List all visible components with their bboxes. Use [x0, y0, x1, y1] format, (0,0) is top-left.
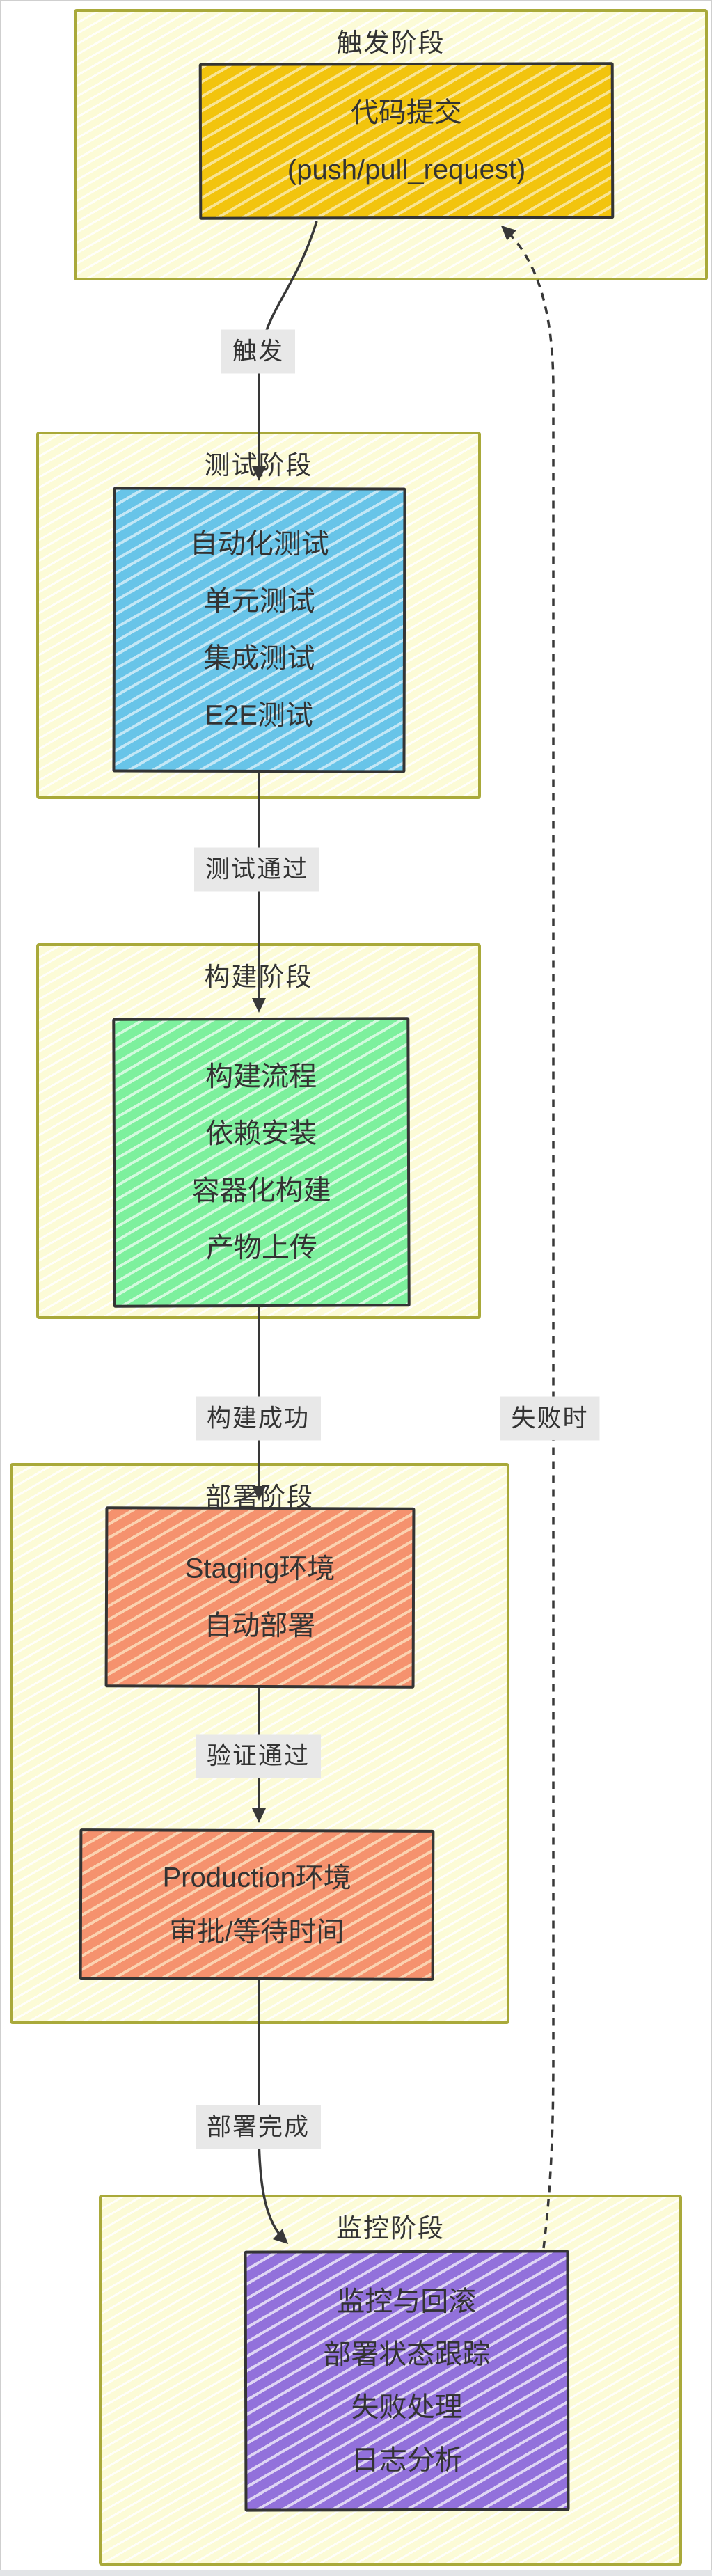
stage-test: 测试阶段 自动化测试 单元测试 集成测试 E2E测试 [36, 432, 481, 799]
node-line: 自动部署 [204, 1610, 316, 1642]
node-line: 单元测试 [203, 585, 315, 617]
node-line: 构建流程 [205, 1061, 317, 1093]
node-line: 自动化测试 [189, 528, 329, 560]
node-code-commit: 代码提交 (push/pull_request) [198, 62, 615, 220]
node-line: 日志分析 [351, 2444, 463, 2476]
stage-build: 构建阶段 构建流程 依赖安装 容器化构建 产物上传 [36, 943, 481, 1319]
edge-label-deploy-done: 部署完成 [195, 2105, 322, 2149]
edge-label-trigger: 触发 [221, 329, 296, 374]
node-line: (push/pull_request) [287, 154, 526, 185]
edge-label-build-success: 构建成功 [195, 1396, 322, 1441]
node-automated-tests: 自动化测试 单元测试 集成测试 E2E测试 [112, 487, 406, 773]
node-staging-deploy: Staging环境 自动部署 [104, 1506, 416, 1689]
edge-label-verify-pass: 验证通过 [195, 1734, 322, 1778]
node-line: 失败处理 [351, 2392, 463, 2423]
node-line: 代码提交 [350, 97, 462, 128]
node-production-deploy: Production环境 审批/等待时间 [79, 1828, 435, 1981]
node-line: 容器化构建 [191, 1175, 331, 1207]
node-line: 产物上传 [205, 1232, 318, 1264]
node-build-pipeline: 构建流程 依赖安装 容器化构建 产物上传 [112, 1017, 411, 1308]
stage-title: 构建阶段 [204, 963, 313, 991]
stage-title: 监控阶段 [336, 2214, 445, 2243]
node-line: Production环境 [162, 1862, 351, 1893]
node-line: 依赖安装 [205, 1118, 317, 1150]
node-line: 监控与回滚 [337, 2286, 477, 2317]
node-monitor-rollback: 监控与回滚 部署状态跟踪 失败处理 日志分析 [244, 2250, 570, 2512]
node-line: 审批/等待时间 [169, 1916, 345, 1947]
edge-on-failure [500, 225, 555, 2249]
edge-label-on-failure: 失败时 [500, 1396, 600, 1441]
node-line: Staging环境 [184, 1553, 335, 1585]
stage-title: 测试阶段 [204, 451, 313, 480]
edge-label-test-pass: 测试通过 [193, 847, 320, 892]
page-bottom-strip [0, 2570, 712, 2576]
stage-monitor: 监控阶段 监控与回滚 部署状态跟踪 失败处理 日志分析 [99, 2195, 682, 2566]
stage-title: 触发阶段 [336, 29, 445, 57]
node-line: 部署状态跟踪 [323, 2339, 491, 2370]
stage-trigger: 触发阶段 代码提交 (push/pull_request) [74, 9, 708, 280]
node-line: 集成测试 [203, 642, 315, 674]
node-line: E2E测试 [205, 700, 314, 732]
